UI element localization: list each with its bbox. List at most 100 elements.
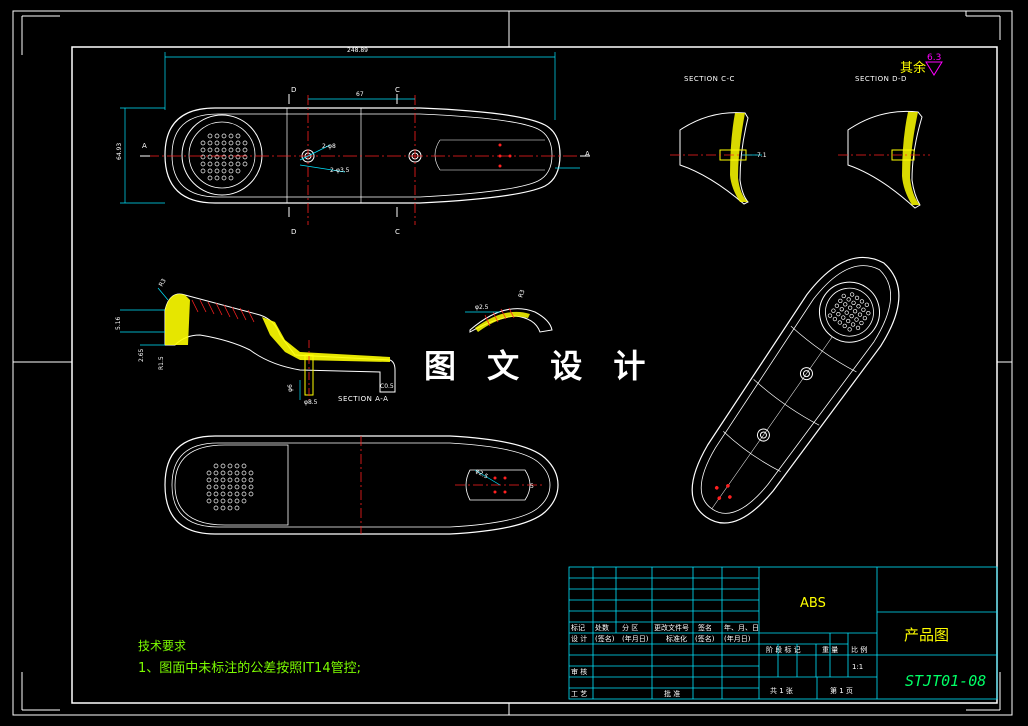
speaker-hole (854, 317, 859, 322)
speaker-hole (856, 304, 861, 309)
speaker-hole (220, 470, 226, 476)
speaker-hole (227, 505, 233, 511)
speaker-hole (844, 310, 849, 315)
speaker-hole (227, 498, 233, 504)
section-d-d: SECTION D-D 其余 6.3 (838, 53, 943, 209)
speaker-hole (241, 491, 247, 497)
tb-review: 审 核 (571, 667, 587, 676)
speaker-holes-bottom (206, 463, 254, 511)
speaker-hole (207, 175, 213, 181)
speaker-hole (241, 498, 247, 504)
speaker-hole (214, 154, 220, 160)
speaker-holes-iso (827, 292, 871, 332)
speaker-holes (200, 133, 248, 181)
dim-bottom-5: 5 (530, 483, 534, 490)
speaker-hole (228, 140, 234, 146)
tb-header-3: 更改文件号 (654, 623, 689, 632)
speaker-hole (866, 311, 871, 316)
speaker-hole (206, 470, 212, 476)
dim-aa-r3: R3 (158, 277, 168, 288)
dim-hole-2: 2-φ3.5 (330, 167, 350, 174)
speaker-hole (859, 299, 865, 304)
speaker-hole (214, 161, 220, 167)
tb-process: 工 艺 (571, 690, 587, 698)
tb-header-4: 签名 (698, 623, 712, 632)
speaker-hole (847, 327, 852, 332)
section-aa-title: SECTION A-A (338, 395, 388, 403)
section-a-left: A (142, 142, 147, 150)
speaker-hole (206, 498, 212, 504)
speaker-hole (235, 161, 241, 167)
speaker-hole (206, 491, 212, 497)
speaker-hole (855, 325, 861, 331)
speaker-hole (235, 168, 241, 174)
speaker-hole (213, 470, 219, 476)
dim-aa-c05: C0.5 (380, 383, 394, 390)
speaker-hole (200, 140, 206, 146)
speaker-hole (200, 168, 206, 174)
speaker-hole (841, 293, 846, 299)
tb-material: ABS (800, 596, 826, 611)
speaker-hole (241, 484, 247, 490)
section-a-a: R3 5.16 2.65 R1.5 φ6 φ8.5 C0.5 SECTION A… (115, 277, 396, 406)
speaker-hole (235, 147, 241, 153)
speaker-hole (849, 292, 855, 297)
speaker-hole (221, 175, 227, 181)
dim-overall-width: 248.89 (347, 47, 368, 54)
speaker-hole (827, 313, 833, 318)
section-d-bottom: D (291, 228, 297, 236)
speaker-hole (234, 491, 240, 497)
speaker-hole (852, 309, 858, 314)
speaker-hole (846, 297, 851, 302)
section-cc-title: SECTION C-C (684, 75, 735, 83)
speaker-hole (862, 315, 868, 321)
speaker-hole (228, 161, 234, 167)
speaker-hole (234, 470, 240, 476)
speaker-hole (228, 168, 234, 174)
section-d-top: D (291, 86, 297, 94)
speaker-hole (847, 305, 853, 310)
dim-height: 64.93 (116, 143, 123, 160)
speaker-hole (850, 322, 856, 327)
tb-scale-label: 比 例 (851, 645, 867, 654)
speaker-hole (832, 316, 838, 322)
speaker-hole (227, 477, 233, 483)
tb-weight: 重 量 (822, 646, 838, 654)
tb-header-1: 处数 (595, 623, 609, 632)
speaker-hole (220, 505, 226, 511)
speaker-hole (220, 477, 226, 483)
bottom-view: φ2.5 5 (164, 435, 559, 535)
title-block: 标记 处数 分 区 更改文件号 签名 年、月、日 设 计 (签名) (年月日) … (568, 566, 998, 700)
speaker-hole (242, 140, 248, 146)
tb-stage: 阶 段 标 记 (766, 645, 801, 654)
speaker-hole (227, 491, 233, 497)
speaker-hole (213, 491, 219, 497)
speaker-hole (841, 315, 846, 320)
section-a-right: A (585, 150, 590, 158)
speaker-hole (214, 147, 220, 153)
section-c-c: SECTION C-C 7.1 (670, 75, 767, 205)
speaker-hole (213, 505, 219, 511)
speaker-hole (846, 318, 851, 324)
speaker-hole (857, 312, 863, 317)
speaker-hole (861, 307, 866, 312)
top-view: 248.89 67 64.93 2-φ8 2-φ3.5 D D C C A A (116, 47, 590, 236)
speaker-hole (834, 303, 840, 308)
speaker-hole (242, 147, 248, 153)
speaker-hole (241, 477, 247, 483)
speaker-hole (839, 307, 844, 312)
tech-req-title: 技术要求 (138, 639, 186, 653)
speaker-hole (200, 147, 206, 153)
speaker-hole (214, 133, 220, 139)
tb-scale: 1:1 (852, 663, 863, 671)
speaker-hole (228, 133, 234, 139)
speaker-hole (227, 470, 233, 476)
tb-design-1: (签名) (595, 634, 615, 643)
dim-spacing: 67 (356, 91, 364, 98)
tb-design-4: (签名) (695, 634, 715, 643)
speaker-hole (220, 463, 226, 469)
dim-detail-phi25: φ2.5 (475, 304, 489, 311)
speaker-hole (227, 463, 233, 469)
speaker-hole (200, 154, 206, 160)
